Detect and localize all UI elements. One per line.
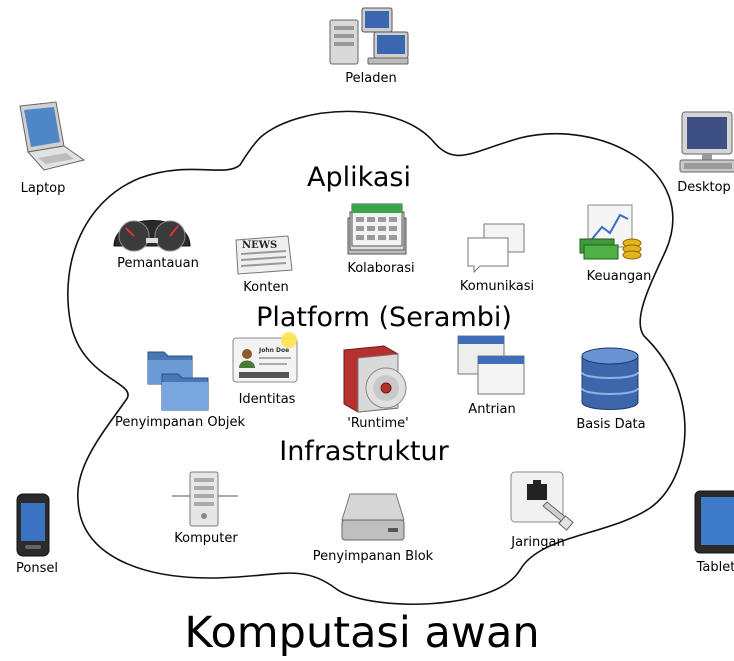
newspaper-icon: NEWS — [235, 235, 293, 275]
compute-tower-icon — [172, 471, 238, 527]
id-card-name: John Doe — [258, 347, 289, 354]
phone-label: Ponsel — [16, 561, 58, 576]
queue-windows-icon — [457, 335, 525, 395]
newspaper-masthead: NEWS — [242, 240, 277, 251]
applications-title: Aplikasi — [307, 162, 411, 193]
tablet-icon — [694, 490, 734, 554]
block-storage-label: Penyimpanan Blok — [312, 549, 434, 564]
finance-label: Keuangan — [586, 269, 652, 284]
content-label: Konten — [243, 280, 289, 295]
calendar-icon — [347, 203, 407, 255]
database-icon — [581, 347, 639, 410]
finance-icon — [579, 204, 642, 260]
infrastructure-title: Infrastruktur — [279, 436, 449, 467]
collaboration-label: Kolaborasi — [347, 261, 415, 276]
network-port-icon — [510, 471, 574, 531]
hard-drive-icon — [341, 493, 405, 541]
tablet-label: Tablet — [696, 560, 734, 575]
phone-icon — [16, 493, 50, 557]
network-label: Jaringan — [511, 535, 565, 550]
identity-label: Identitas — [238, 392, 296, 407]
desktop-icon — [679, 111, 734, 173]
monitoring-label: Pemantauan — [117, 256, 199, 271]
compute-label: Komputer — [174, 531, 238, 546]
diagram-title: Komputasi awan — [184, 608, 540, 658]
runtime-icon — [343, 345, 407, 413]
laptop-label: Laptop — [20, 181, 66, 196]
communication-label: Komunikasi — [459, 279, 535, 294]
gauge-icon — [113, 220, 191, 252]
object-storage-label: Penyimpanan Objek — [115, 415, 245, 430]
runtime-label: 'Runtime' — [347, 416, 409, 431]
folders-icon — [147, 351, 209, 411]
database-label: Basis Data — [576, 417, 646, 432]
laptop-icon — [19, 101, 86, 171]
server-label: Peladen — [345, 71, 397, 86]
chat-bubbles-icon — [467, 223, 525, 274]
server-icon — [329, 7, 409, 65]
desktop-label: Desktop — [677, 180, 731, 195]
queue-label: Antrian — [468, 402, 516, 417]
platform-title: Platform (Serambi) — [256, 302, 512, 333]
id-card-icon: John Doe — [232, 332, 298, 383]
